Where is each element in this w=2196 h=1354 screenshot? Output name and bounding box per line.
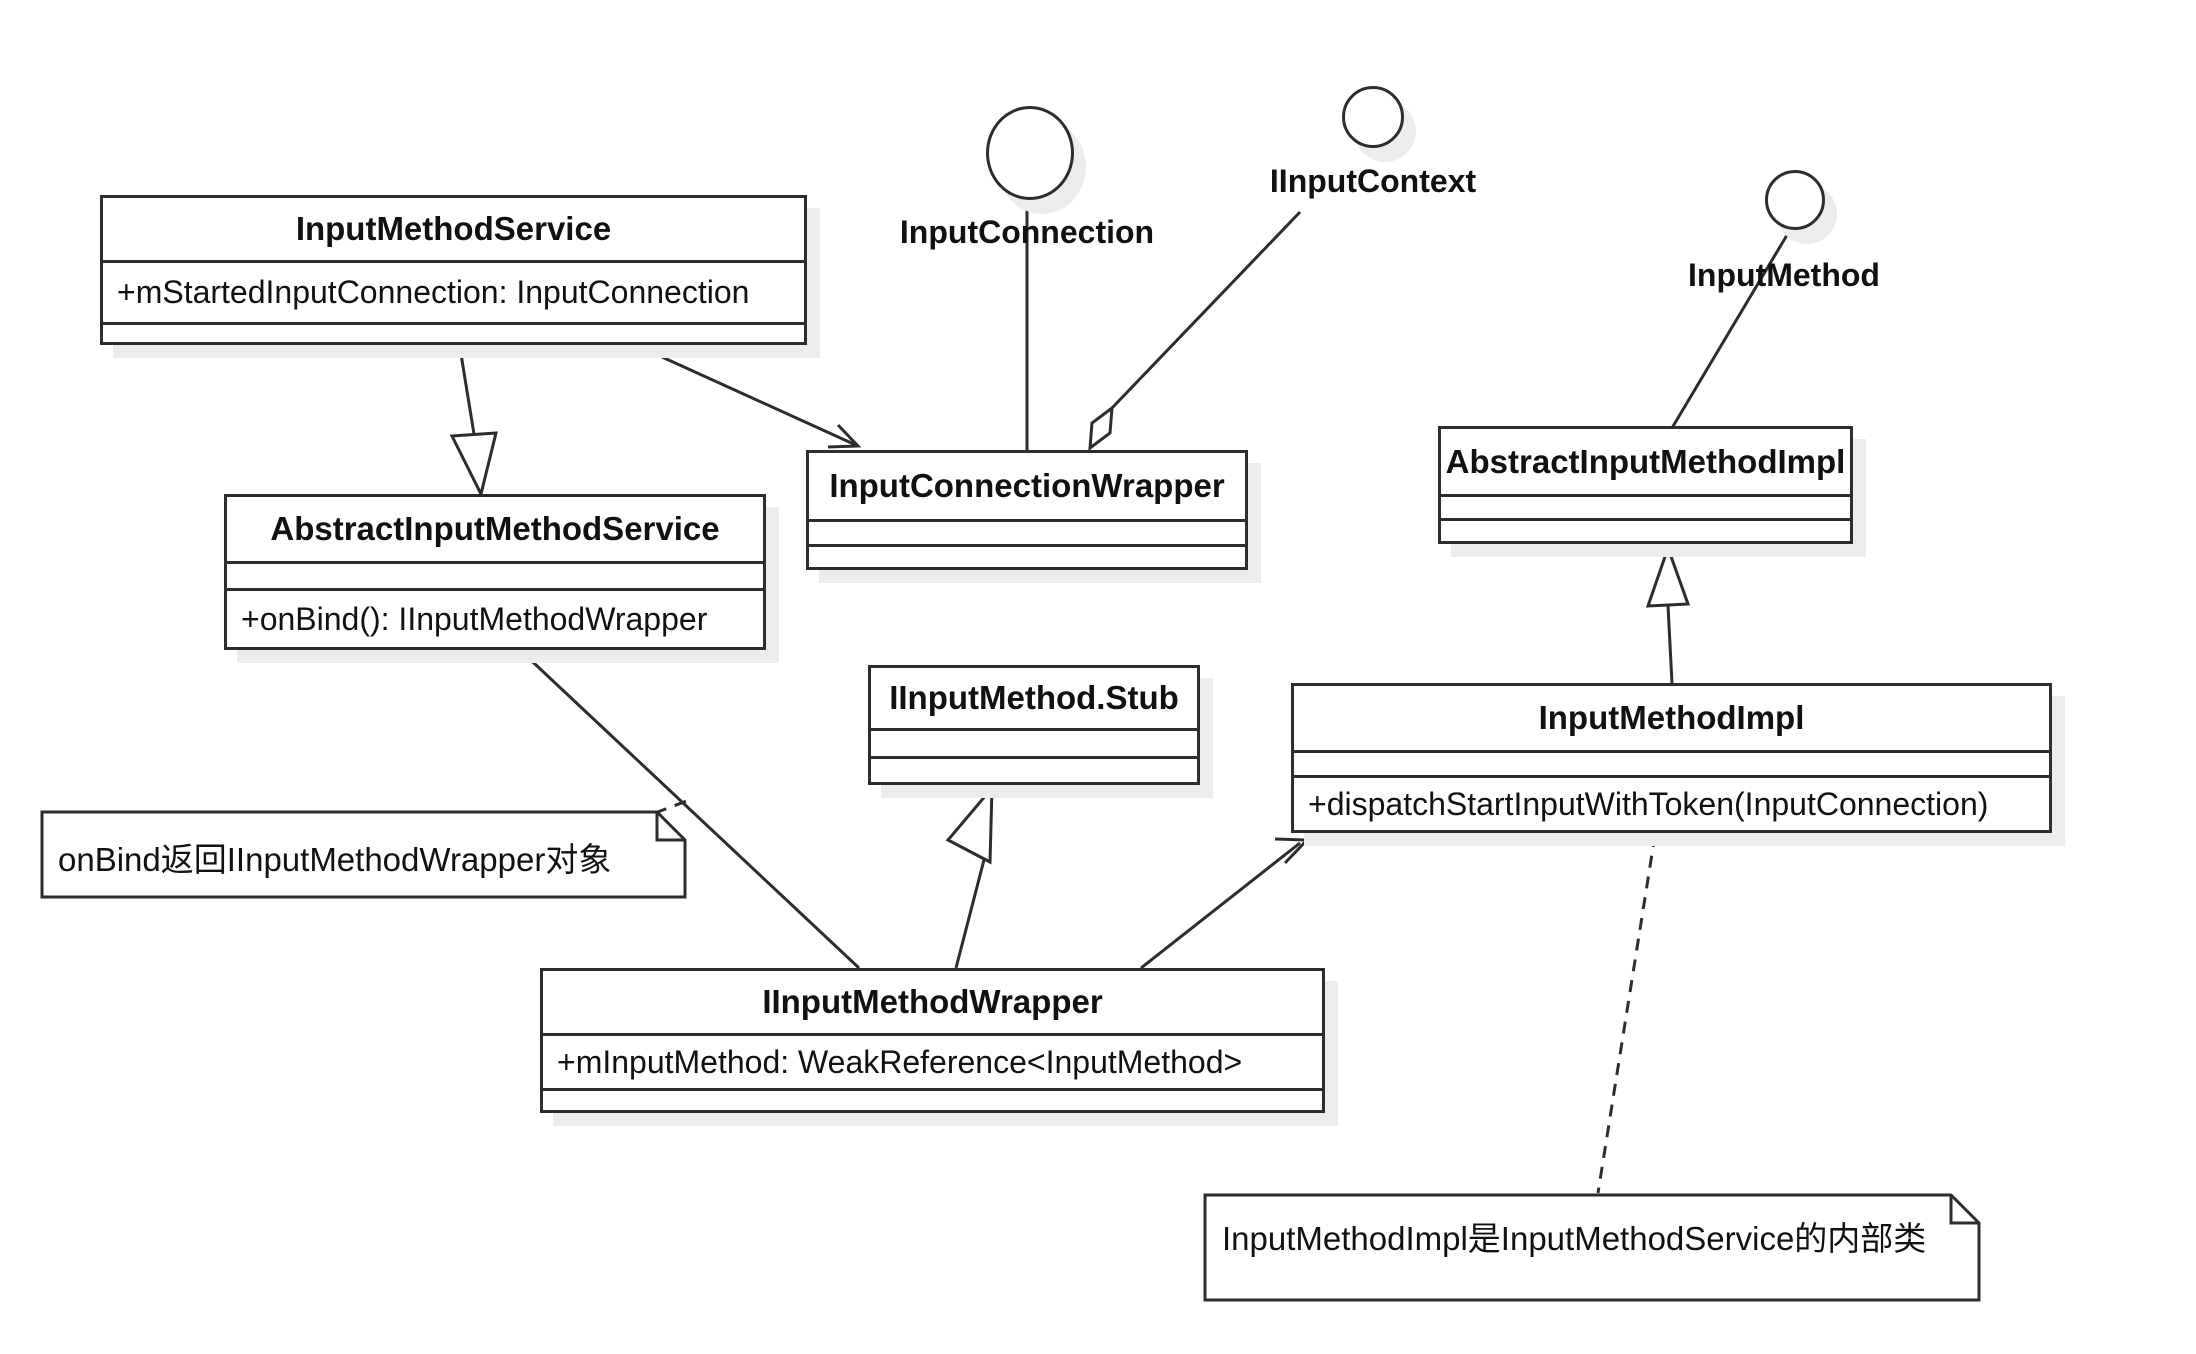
class-methods-empty [871, 756, 1197, 782]
interface-label-iinput-context: IInputContext [1269, 163, 1477, 199]
class-methods-empty [543, 1088, 1322, 1110]
class-title: AbstractInputMethodService [270, 510, 720, 547]
class-iinput-method-stub: IInputMethod.Stub [868, 665, 1200, 785]
class-attributes-empty [809, 519, 1245, 544]
class-attribute: +mInputMethod: WeakReference<InputMethod… [543, 1033, 1322, 1088]
open-arrowhead-icon [827, 423, 862, 449]
class-attributes-empty [1294, 750, 2049, 775]
class-input-method-impl: InputMethodImpl +dispatchStartInputWithT… [1291, 683, 2052, 833]
class-abstract-input-method-service: AbstractInputMethodService +onBind(): II… [224, 494, 766, 650]
class-method: +onBind(): IInputMethodWrapper [227, 588, 763, 647]
note-shape-inner-class [1203, 1193, 1981, 1302]
class-title: InputMethodService [295, 210, 612, 247]
hollow-triangle-icon [449, 431, 498, 499]
association-abstractinputmethodservice-to-iinputmethodwrapper [518, 648, 861, 970]
class-attribute: +mStartedInputConnection: InputConnectio… [103, 260, 804, 322]
note-anchor-onbind [654, 797, 693, 815]
class-title: IInputMethodWrapper [762, 983, 1103, 1020]
class-abstract-input-method-impl: AbstractInputMethodImpl [1438, 426, 1853, 544]
class-title: InputConnectionWrapper [829, 467, 1225, 504]
note-outline [1203, 1193, 1981, 1302]
interface-label-input-method: InputMethod [1688, 257, 1880, 293]
note-onbind-text: onBind返回IInputMethodWrapper对象 [58, 841, 612, 878]
class-methods-empty [103, 322, 804, 342]
interface-circle-icon [986, 106, 1074, 200]
association-iinputmethodwrapper-to-inputmethodimpl [1140, 837, 1311, 970]
class-title: IInputMethod.Stub [889, 679, 1179, 716]
class-methods-empty [1441, 518, 1850, 541]
class-input-method-service: InputMethodService +mStartedInputConnect… [100, 195, 807, 345]
hollow-triangle-icon [945, 783, 994, 865]
note-shape-onbind [40, 810, 687, 899]
note-anchor-inner-class [1596, 834, 1657, 1194]
generalization-inputmethodimpl-to-abstractinputmethodimpl [1645, 543, 1691, 684]
interface-label-input-connection: InputConnection [899, 214, 1155, 250]
class-input-connection-wrapper: InputConnectionWrapper [806, 450, 1248, 570]
hollow-triangle-icon [1645, 543, 1691, 608]
note-fold-icon [1949, 1195, 1979, 1225]
class-method: +dispatchStartInputWithToken(InputConnec… [1294, 775, 2049, 830]
class-title: AbstractInputMethodImpl [1445, 442, 1846, 480]
note-inner-class-text: InputMethodImpl是InputMethodService的内部类 [1222, 1220, 1927, 1257]
class-attributes-empty [1441, 494, 1850, 518]
generalization-inputmethodservice-to-abstractinputmethodservice [449, 347, 498, 499]
note-fold-icon [655, 812, 685, 842]
aggregation-iinputcontext-to-inputconnectionwrapper [1088, 210, 1302, 452]
hollow-diamond-icon [1088, 404, 1114, 452]
class-methods-empty [809, 544, 1245, 567]
class-title: InputMethodImpl [1538, 699, 1805, 736]
note-outline [40, 810, 687, 899]
interface-circle-icon [1765, 170, 1825, 230]
class-iinput-method-wrapper: IInputMethodWrapper +mInputMethod: WeakR… [540, 968, 1325, 1113]
generalization-iinputmethodwrapper-to-iinputmethodstub [945, 783, 994, 969]
association-inputmethodservice-to-inputconnectionwrapper [639, 345, 862, 449]
lollipop-stick-inputmethod [1670, 229, 1792, 429]
class-attributes-empty [227, 561, 763, 588]
interface-circle-icon [1342, 86, 1404, 148]
open-arrowhead-icon [1274, 837, 1311, 865]
class-attributes-empty [871, 728, 1197, 756]
